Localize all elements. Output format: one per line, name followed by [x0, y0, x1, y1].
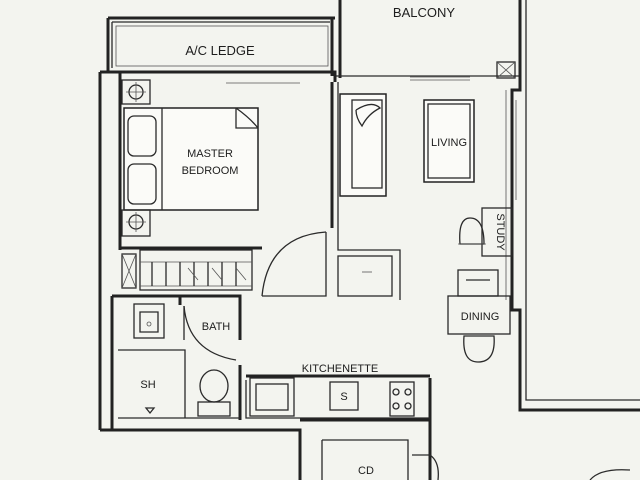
stove-symbol: S — [340, 391, 347, 403]
bedroom-door-swing — [261, 231, 327, 297]
sink — [329, 381, 359, 411]
study-desk — [481, 207, 513, 257]
label-study: STUDY — [494, 213, 506, 251]
dining-chair-top — [457, 269, 499, 297]
balcony-drain-box — [496, 61, 516, 79]
outer-walls — [98, 0, 640, 480]
label-living: LIVING — [431, 137, 467, 149]
label-kitchenette: KITCHENETTE — [302, 363, 378, 375]
label-master-line1: MASTER — [187, 148, 233, 160]
windows — [115, 25, 517, 300]
label-cd: CD — [358, 465, 374, 477]
label-master-line2: BEDROOM — [182, 165, 239, 177]
basin — [133, 303, 165, 339]
pillow-top — [127, 115, 157, 157]
bath-door-swing — [183, 305, 237, 361]
label-balcony: BALCONY — [393, 5, 455, 20]
shower-drain — [144, 407, 156, 415]
label-ac-ledge: A/C LEDGE — [185, 43, 255, 58]
side-cabinet — [337, 255, 393, 297]
kitchenette-fixtures — [249, 377, 415, 417]
interior-walls — [110, 82, 430, 480]
toilet — [199, 369, 229, 403]
study-chair — [459, 217, 485, 245]
dining-chair-bottom — [463, 335, 495, 363]
label-dining: DINING — [461, 311, 500, 323]
tv-unit — [423, 99, 475, 183]
label-shower: SH — [140, 379, 155, 391]
stove — [389, 381, 415, 417]
bath-fixtures — [133, 303, 231, 417]
master-bedroom-furniture — [121, 79, 259, 291]
sofa — [339, 93, 387, 197]
room-labels: BALCONY A/C LEDGE MASTER BEDROOM LIVING … — [140, 5, 506, 477]
unit-door-swing — [589, 469, 631, 480]
living-furniture — [337, 93, 475, 297]
study-dining-furniture — [447, 207, 513, 363]
wardrobe — [139, 249, 253, 291]
ac-ledge-inner — [115, 25, 329, 67]
doors — [183, 231, 631, 480]
bedside-table-top — [121, 79, 151, 105]
bedside-table-bottom — [121, 209, 151, 237]
pillow-bottom — [127, 163, 157, 205]
label-bath: BATH — [202, 321, 231, 333]
fridge — [249, 377, 295, 417]
